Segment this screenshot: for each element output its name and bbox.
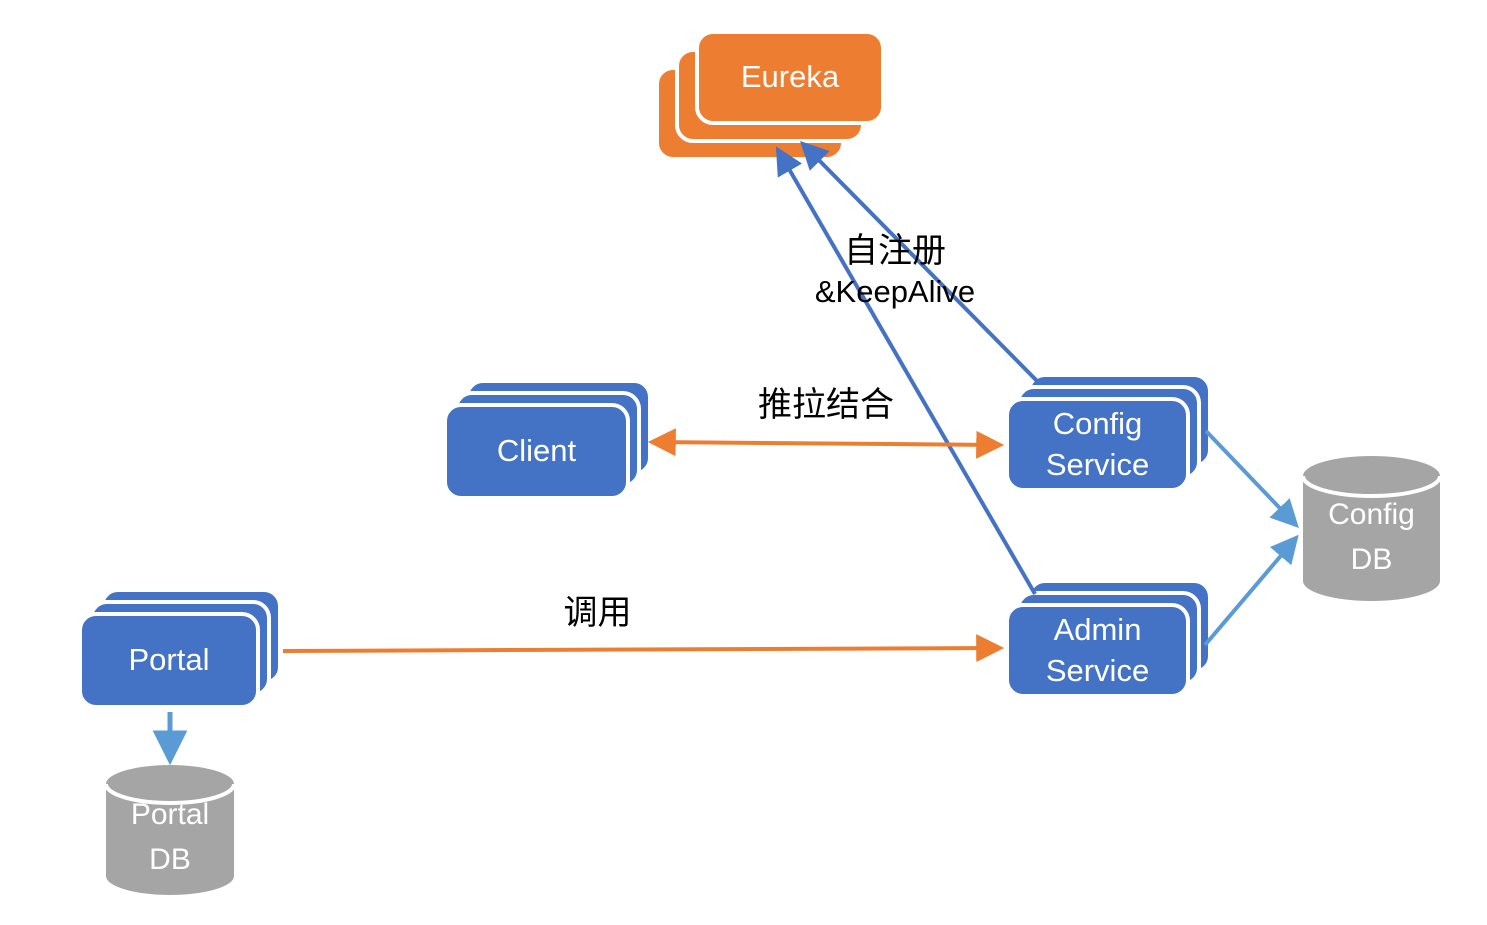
client-label: Client: [496, 433, 577, 469]
node-client: Client: [443, 379, 652, 500]
edge-config-service-to-config-db: [1204, 429, 1299, 529]
node-portal: Portal: [78, 588, 282, 709]
config-db-label: Config DB: [1328, 497, 1415, 576]
edge-client-config-service-double-arrow: [647, 428, 1005, 459]
push-pull-text: 推拉结合: [758, 387, 894, 424]
eureka-label: Eureka: [740, 59, 840, 95]
database-cylinder-shape: [1301, 456, 1442, 601]
node-config-db: Config DB: [1301, 456, 1442, 601]
stack-layer-front: Portal: [78, 612, 260, 709]
stack-layer-front: Eureka: [695, 30, 885, 125]
edge-portal-to-admin-service: [282, 634, 1005, 663]
node-eureka: Eureka: [655, 30, 885, 161]
edge-admin-service-to-eureka: [775, 146, 1037, 596]
self-register-text: 自注册: [844, 233, 946, 270]
stack-layer-front: Client: [443, 403, 630, 500]
invoke-text: 调用: [563, 595, 632, 632]
edge-label-invoke: 调用: [545, 594, 650, 635]
keepalive-text: &KeepAlive: [814, 273, 976, 309]
node-portal-db: Portal DB: [104, 765, 236, 895]
edge-label-push-pull: 推拉结合: [746, 386, 906, 427]
edge-admin-service-to-config-db: [1203, 534, 1299, 647]
portal-label: Portal: [128, 642, 210, 678]
edge-label-self-register: 自注册 &KeepAlive: [795, 232, 995, 312]
database-cylinder-shape: [104, 765, 236, 895]
portal-db-label: Portal DB: [130, 798, 210, 876]
